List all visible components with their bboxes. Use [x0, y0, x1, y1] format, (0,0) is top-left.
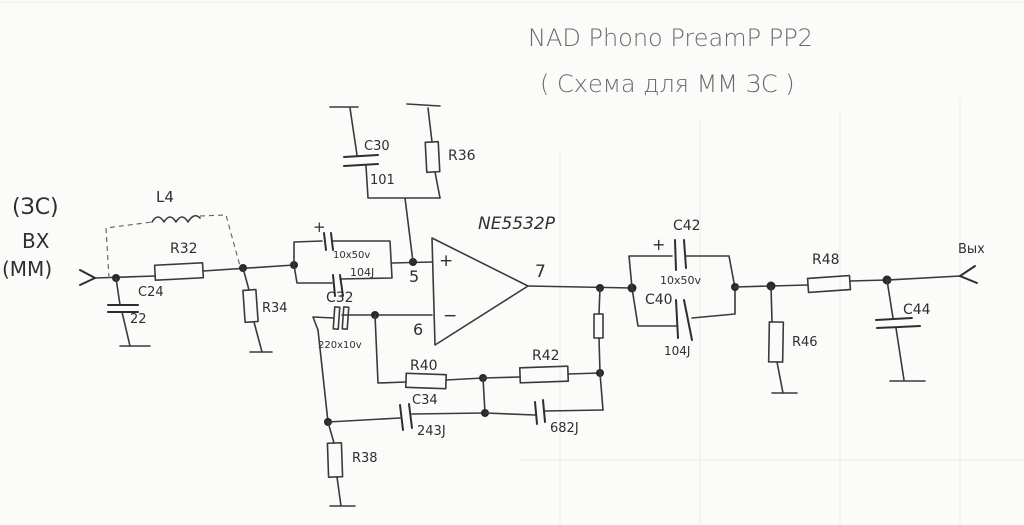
resistor-R48: R48 [806, 252, 888, 294]
capacitor-C32: C32 220x10v [312, 290, 362, 351]
opamp-pin-5: 5 [409, 267, 419, 286]
polarity-plus: + [313, 218, 326, 236]
capacitor-C24: C24 22 [107, 277, 164, 347]
capacitor-ref: C40 [645, 292, 673, 308]
capacitor-ref: C42 [673, 218, 701, 234]
resistor-R32: R32 [153, 241, 205, 282]
opamp-pin-6: 6 [413, 320, 423, 339]
capacitor-value: 101 [370, 173, 395, 188]
input-label: ВХ [22, 229, 50, 253]
opamp-part-number: NE5532P [478, 214, 556, 234]
capacitor-682J: 682J [484, 399, 604, 436]
capacitor-value: 104J [350, 266, 374, 279]
capacitor-C34: C34 243J [327, 393, 486, 439]
resistor-R46: R46 [767, 285, 818, 394]
resistor-ref: R32 [170, 241, 198, 257]
resistor-ref: R36 [448, 148, 476, 164]
resistor-R40: R40 [374, 314, 484, 390]
opamp-pin-7: 7 [535, 262, 546, 282]
resistor-R36: R36 [406, 103, 476, 199]
polarity-plus: + [652, 235, 665, 254]
resistor-ref: R42 [532, 348, 560, 364]
resistor-R38: R38 [326, 421, 378, 507]
output-connector-icon [957, 265, 978, 284]
capacitor-value: 104J [664, 344, 690, 358]
capacitor-ref: C44 [903, 302, 931, 318]
capacitor-value: 682J [550, 421, 579, 436]
opamp-minus-sign: − [443, 306, 457, 326]
resistor-ref: R34 [262, 301, 288, 316]
resistor-ref: R38 [352, 451, 378, 466]
capacitor-ref: C24 [138, 285, 164, 300]
capacitor-C44: C44 [875, 279, 931, 382]
inductor-L4: L4 [105, 188, 241, 279]
capacitor-value: 22 [130, 312, 147, 327]
capacitor-C30: C30 101 [329, 106, 441, 199]
capacitor-rating: 220x10v [318, 340, 362, 351]
input-mode: (ММ) [2, 257, 52, 281]
opamp-plus-sign: + [439, 251, 453, 271]
capacitor-rating: 10x50v [333, 250, 370, 261]
input-connector-icon [79, 269, 98, 286]
schematic-subtitle: ( Схема для ММ ЗС ) [540, 70, 795, 98]
resistor-R42: R42 [482, 348, 601, 384]
schematic-title: NAD Phono PreamP PP2 [528, 24, 813, 52]
capacitor-ref: C34 [412, 393, 438, 408]
capacitor-rating: 10x50v [660, 274, 702, 287]
feedback-resistor-unlabeled [593, 313, 604, 339]
output-label: Вых [958, 242, 985, 257]
resistor-ref: R40 [410, 358, 438, 374]
input-note: (ЗС) [12, 195, 59, 220]
capacitor-ref: C30 [364, 139, 390, 154]
capacitor-value: 243J [417, 424, 446, 439]
inductor-ref: L4 [156, 188, 174, 206]
resistor-ref: R46 [792, 335, 818, 350]
capacitor-C40: C40 104J [631, 287, 736, 358]
resistor-R34: R34 [242, 267, 288, 353]
opamp-NE5532P: NE5532P + − 5 6 7 [409, 214, 556, 346]
capacitor-input-coupling: + 10x50v 104J [290, 218, 393, 297]
capacitor-C42: + C42 10x50v [628, 218, 736, 289]
capacitor-ref: C32 [326, 290, 354, 306]
resistor-ref: R48 [812, 252, 840, 268]
